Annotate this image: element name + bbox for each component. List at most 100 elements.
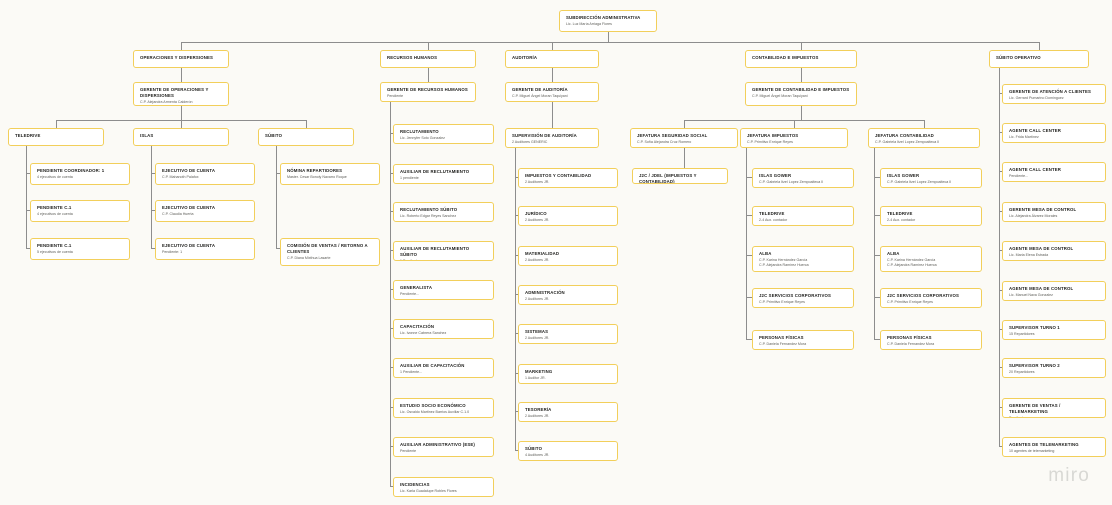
connector-line-horizontal bbox=[515, 450, 518, 451]
org-node-operaciones-child[interactable]: Pendiente C.15 ejecutivos de cuenta bbox=[30, 238, 130, 260]
connector-line-horizontal bbox=[390, 250, 393, 251]
connector-line-vertical bbox=[801, 42, 802, 50]
connector-line-vertical bbox=[515, 148, 516, 450]
org-node-title: MATERIALIDAD bbox=[525, 251, 560, 256]
org-node-subtitle: C.P. Sofía Alejandra Cruz Romero bbox=[637, 140, 692, 145]
org-node-title: AGENTE MESA DE CONTROL bbox=[1009, 286, 1074, 291]
org-node-subtitle: Lic. Alejandra Álvarez Morales bbox=[1009, 214, 1058, 219]
connector-line-horizontal bbox=[515, 177, 518, 178]
org-node-subtitle: Lic. Frida Martínez bbox=[1009, 135, 1039, 140]
connector-line-horizontal bbox=[390, 328, 393, 329]
org-node-subtitle: C.P. Karina Hernández García bbox=[759, 258, 808, 263]
org-node-title: EJECUTIVO DE CUENTA bbox=[162, 243, 216, 248]
org-node-subtitle: Lic. Luz María Arriaga Flores bbox=[566, 22, 612, 27]
org-node-operaciones-group-1[interactable]: TELEDRIVE bbox=[8, 128, 104, 146]
connector-line-horizontal bbox=[999, 211, 1002, 212]
connector-line-vertical bbox=[874, 148, 875, 339]
org-node-operaciones-child[interactable]: Pendiente C.14 ejecutivos de cuenta bbox=[30, 200, 130, 222]
connector-line-vertical bbox=[794, 120, 795, 128]
org-node-subito-item[interactable]: GERENTE DE VENTAS / TELEMARKETINGPendien… bbox=[1002, 398, 1106, 418]
org-node-division-3[interactable]: AUDITORÍA bbox=[505, 50, 599, 68]
connector-line-horizontal bbox=[26, 173, 30, 174]
org-node-subtitle: 2-4 Aux. contador bbox=[887, 218, 916, 223]
org-node-title: MARKETING bbox=[525, 369, 553, 374]
connector-line-vertical bbox=[801, 106, 802, 120]
org-node-subtitle: 2 Auditores JR. bbox=[525, 180, 550, 185]
org-node-rh-item[interactable]: AUXILIAR DE RECLUTAMIENTO SÚBITO1 Pendie… bbox=[393, 241, 494, 261]
org-node-title: AGENTE CALL CENTER bbox=[1009, 128, 1062, 133]
connector-line-vertical bbox=[428, 42, 429, 50]
org-node-division-1[interactable]: OPERACIONES Y DISPERSIONES bbox=[133, 50, 229, 68]
org-node-jefatura-child[interactable]: J2C / JDEL (IMPUESTOS Y CONTABILIDAD) bbox=[632, 168, 728, 184]
org-node-operaciones-group-3[interactable]: SÚBITO bbox=[258, 128, 354, 146]
connector-line-horizontal bbox=[999, 132, 1002, 133]
org-node-subtitle: 20 Repartidores bbox=[1009, 370, 1035, 375]
connector-line-vertical bbox=[276, 146, 277, 248]
connector-line-horizontal bbox=[276, 173, 280, 174]
org-node-subtitle-secondary: C.P. Alejandra Ramírez Huerca bbox=[759, 263, 809, 268]
org-node-rh-item[interactable]: AUXILIAR ADMINISTRATIVO (ESE)Pendiente bbox=[393, 437, 494, 457]
org-node-subtitle: 2 Auditores GENERIC bbox=[512, 140, 548, 145]
org-node-subtitle: 2 Auditores JR. bbox=[525, 218, 550, 223]
org-node-subito-item[interactable]: AGENTE CALL CENTER Lic. Frida Martínez bbox=[1002, 123, 1106, 143]
org-node-division-2[interactable]: RECURSOS HUMANOS bbox=[380, 50, 476, 68]
org-node-title: J2C SERVICIOS CORPORATIVOS bbox=[759, 293, 832, 298]
org-node-subtitle: 15 Repartidores bbox=[1009, 332, 1035, 337]
org-node-title: ESTUDIO SOCIO ECONÓMICO bbox=[400, 403, 466, 408]
org-node-operaciones-group-2[interactable]: ISLAS bbox=[133, 128, 229, 146]
org-node-division-4[interactable]: CONTABILIDAD E IMPUESTOS bbox=[745, 50, 857, 68]
org-node-operaciones-child[interactable]: Pendiente Coordinador: 14 ejecutivos de … bbox=[30, 163, 130, 185]
connector-line-vertical bbox=[746, 148, 747, 339]
org-node-subtitle: C.P. Primitivo Enrique Reyes bbox=[747, 140, 793, 145]
org-node-division-5[interactable]: SÚBITO OPERATIVO bbox=[989, 50, 1089, 68]
